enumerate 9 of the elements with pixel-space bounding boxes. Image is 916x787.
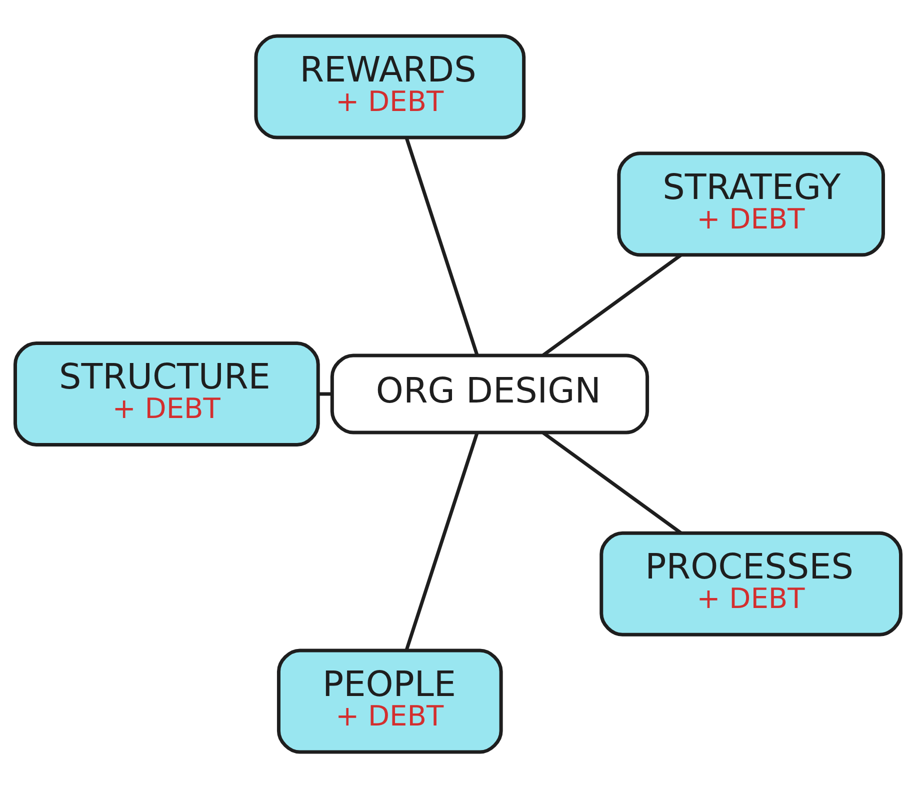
- node-box: STRATEGY + DEBT: [617, 151, 885, 256]
- connector: [404, 432, 479, 650]
- node-box: PEOPLE + DEBT: [276, 648, 503, 754]
- node-box: STRUCTURE + DEBT: [14, 340, 320, 446]
- node-box: PROCESSES + DEBT: [600, 530, 902, 636]
- connector: [404, 136, 479, 356]
- node-box: ORG DESIGN: [330, 353, 650, 434]
- connector: [318, 392, 332, 396]
- node-box: REWARDS + DEBT: [254, 34, 526, 139]
